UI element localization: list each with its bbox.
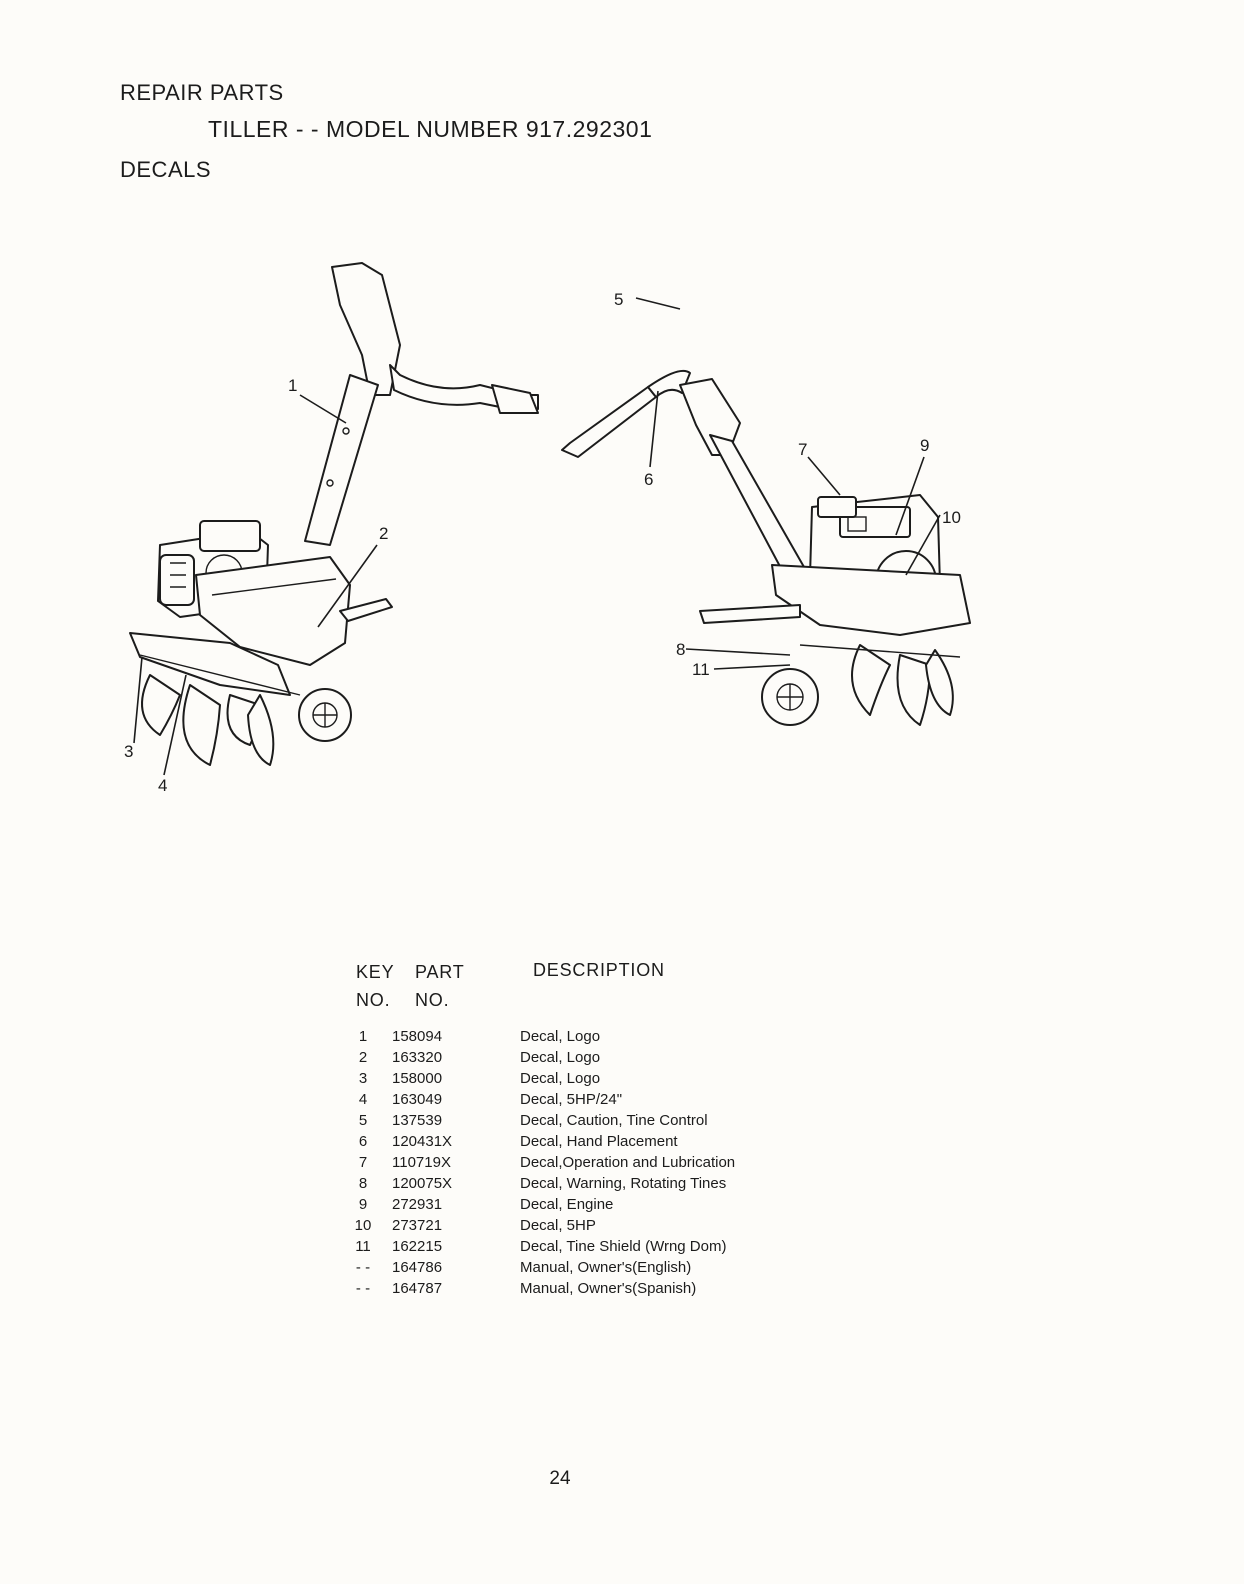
key-no: 5 [358, 1112, 368, 1129]
description: Decal, Logo [520, 1028, 601, 1045]
key-no: 4 [358, 1091, 368, 1108]
key-no: 8 [358, 1175, 368, 1192]
key-no: 9 [358, 1196, 368, 1213]
leader-line-11 [713, 664, 791, 670]
left-tiller-illustration [129, 262, 539, 766]
key-no: 6 [358, 1133, 368, 1150]
key-no: 10 [354, 1217, 372, 1234]
key-no: 3 [358, 1070, 368, 1087]
callout-10: 10 [942, 508, 961, 527]
header-description: DESCRIPTION [533, 960, 665, 980]
table-row: 8 120075X Decal, Warning, Rotating Tines [340, 1175, 860, 1196]
part-no: 163049 [392, 1091, 443, 1108]
table-row: 7 110719X Decal,Operation and Lubrication [340, 1154, 860, 1175]
header-key-no: NO. [356, 990, 391, 1010]
callout-7: 7 [798, 440, 807, 459]
table-row: 4 163049 Decal, 5HP/24" [340, 1091, 860, 1112]
leader-line-10 [905, 514, 941, 576]
tiller-decal-diagram: 1 2 3 4 5 6 7 8 9 [124, 262, 971, 795]
table-row: 5 137539 Decal, Caution, Tine Control [340, 1112, 860, 1133]
key-no: 11 [355, 1238, 371, 1255]
callout-6: 6 [644, 470, 653, 489]
key-no: 1 [358, 1028, 368, 1045]
leader-line-8 [685, 648, 791, 656]
table-row: 9 272931 Decal, Engine [340, 1196, 860, 1217]
part-no: 164787 [392, 1280, 443, 1297]
description: Decal, Logo [520, 1070, 601, 1087]
table-row: - - 164786 Manual, Owner's(English) [340, 1259, 860, 1280]
key-no: - - [355, 1259, 371, 1276]
part-no: 158000 [392, 1070, 443, 1087]
leader-line-3 [133, 656, 143, 744]
leader-line-4 [163, 674, 187, 776]
description: Decal,Operation and Lubrication [520, 1154, 736, 1171]
header-key: KEY [356, 962, 395, 982]
right-tiller-illustration [561, 369, 971, 726]
callout-9: 9 [920, 436, 929, 455]
header-part: PART [415, 962, 465, 982]
description: Decal, Engine [520, 1196, 614, 1213]
part-no: 163320 [392, 1049, 443, 1066]
key-no: 7 [358, 1154, 368, 1171]
part-no: 120075X [392, 1175, 453, 1192]
page-number: 24 [549, 1468, 571, 1489]
callout-4: 4 [158, 776, 167, 795]
callout-3: 3 [124, 742, 133, 761]
part-no: 120431X [392, 1133, 453, 1150]
table-row: 11 162215 Decal, Tine Shield (Wrng Dom) [340, 1238, 860, 1259]
part-no: 110719X [392, 1154, 451, 1171]
leader-line-1 [299, 394, 347, 424]
part-no: 158094 [392, 1028, 443, 1045]
table-row: - - 164787 Manual, Owner's(Spanish) [340, 1280, 860, 1301]
callout-1: 1 [288, 376, 297, 395]
description: Manual, Owner's(Spanish) [520, 1280, 697, 1297]
section-title: REPAIR PARTS [120, 80, 284, 105]
leader-line-2 [317, 544, 378, 628]
part-no: 272931 [392, 1196, 443, 1213]
leader-line-7 [807, 456, 841, 496]
key-no: - - [355, 1280, 371, 1297]
subsection-title: DECALS [120, 157, 212, 182]
model-title: TILLER - - MODEL NUMBER 917.292301 [208, 116, 653, 142]
description: Manual, Owner's(English) [520, 1259, 692, 1276]
callout-5: 5 [614, 290, 623, 309]
callout-8: 8 [676, 640, 685, 659]
table-row: 2 163320 Decal, Logo [340, 1049, 860, 1070]
description: Decal, 5HP [520, 1217, 596, 1234]
description: Decal, Hand Placement [520, 1133, 678, 1150]
header-part-no: NO. [415, 990, 450, 1010]
description: Decal, Warning, Rotating Tines [520, 1175, 727, 1192]
callout-11: 11 [692, 660, 710, 679]
description: Decal, 5HP/24" [520, 1091, 623, 1108]
table-row: 3 158000 Decal, Logo [340, 1070, 860, 1091]
table-row: 1 158094 Decal, Logo [340, 1028, 860, 1049]
table-row: 10 273721 Decal, 5HP [340, 1217, 860, 1238]
key-no: 2 [358, 1049, 368, 1066]
leader-line-5 [635, 297, 681, 310]
description: Decal, Tine Shield (Wrng Dom) [520, 1238, 727, 1255]
part-no: 273721 [392, 1217, 443, 1234]
part-no: 164786 [392, 1259, 443, 1276]
part-no: 162215 [392, 1238, 443, 1255]
part-no: 137539 [392, 1112, 443, 1129]
leader-line-9 [895, 456, 925, 536]
table-row: 6 120431X Decal, Hand Placement [340, 1133, 860, 1154]
callout-2: 2 [379, 524, 388, 543]
description: Decal, Logo [520, 1049, 601, 1066]
leader-line-6 [649, 390, 659, 468]
description: Decal, Caution, Tine Control [520, 1112, 708, 1129]
